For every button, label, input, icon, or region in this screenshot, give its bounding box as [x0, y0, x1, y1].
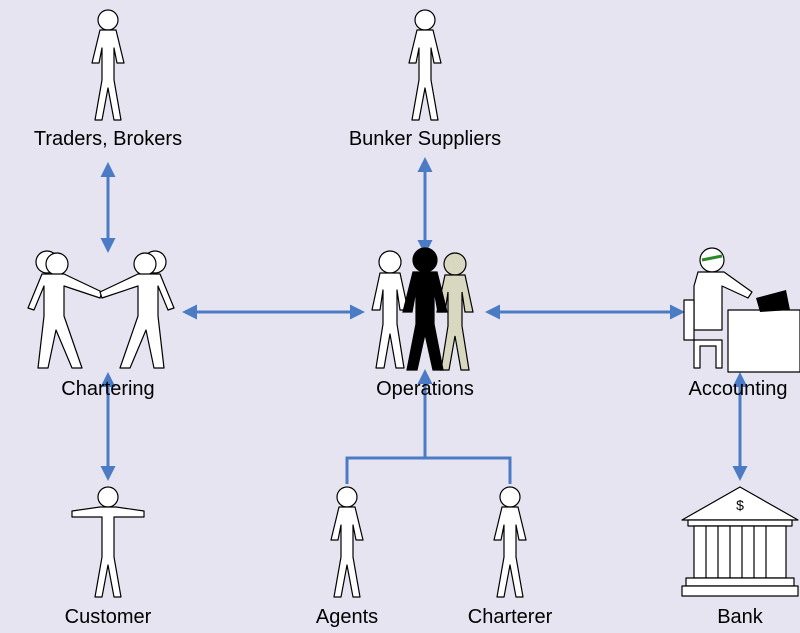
label-operations: Operations [376, 378, 474, 400]
label-bank: Bank [717, 606, 764, 628]
bank-building-icon: $ [681, 486, 799, 597]
label-customer: Customer [65, 606, 152, 628]
chartering-handshake-icon [27, 250, 175, 369]
label-charterer: Charterer [468, 606, 553, 628]
connector-agents-charterer-bracket [345, 456, 512, 484]
label-chartering: Chartering [61, 378, 154, 400]
charterer-person-icon [493, 486, 527, 598]
label-accounting: Accounting [689, 378, 788, 400]
label-bunker-suppliers: Bunker Suppliers [349, 128, 501, 150]
label-agents: Agents [316, 606, 378, 628]
agents-person-icon [330, 486, 364, 598]
customer-person-icon [71, 486, 145, 598]
traders-brokers-person-icon [91, 9, 125, 121]
bunker-suppliers-person-icon [408, 9, 442, 121]
operations-group-icon [371, 247, 474, 371]
label-traders-brokers: Traders, Brokers [34, 128, 182, 150]
bank-dollar-symbol: $ [736, 497, 744, 513]
connectors [100, 157, 748, 484]
accounting-desk-icon [683, 247, 800, 373]
